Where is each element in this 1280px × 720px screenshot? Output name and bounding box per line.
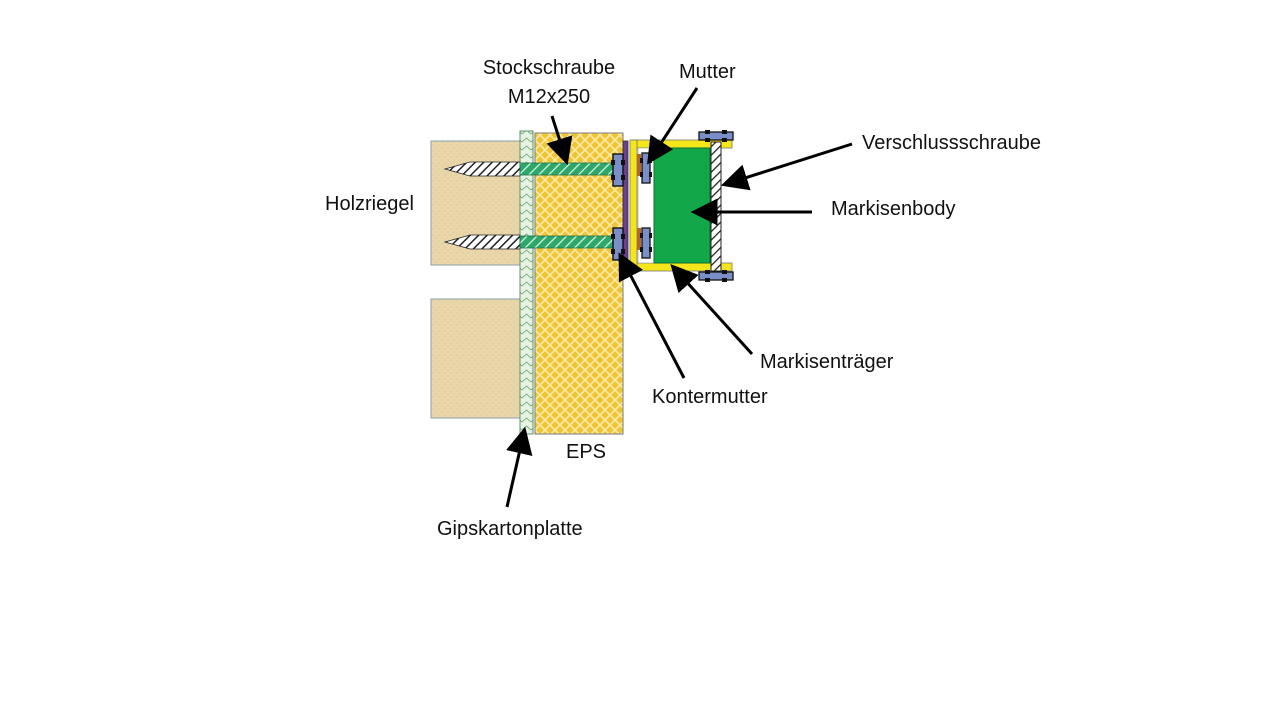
end-cap-bottom bbox=[698, 270, 734, 282]
gypsum-board bbox=[519, 130, 534, 435]
lag-screw-upper bbox=[443, 161, 616, 177]
washer-upper bbox=[637, 154, 641, 176]
label-kontermutter: Kontermutter bbox=[652, 386, 768, 408]
washer-lower bbox=[637, 228, 641, 250]
closing-screw bbox=[710, 141, 722, 272]
eps-insulation bbox=[534, 132, 624, 435]
label-eps: EPS bbox=[566, 441, 606, 463]
label-stockschraube-line1: Stockschraube bbox=[483, 57, 615, 79]
label-markisenbody: Markisenbody bbox=[831, 198, 956, 220]
screw-shaft-upper bbox=[519, 162, 616, 176]
arrow-markisentraeger bbox=[670, 264, 754, 356]
arrow-verschlussschraube bbox=[720, 142, 853, 191]
arrow-kontermutter bbox=[618, 252, 686, 379]
label-mutter: Mutter bbox=[679, 61, 736, 83]
screw-shaft-lower bbox=[519, 235, 616, 249]
label-gipskartonplatte: Gipskartonplatte bbox=[437, 518, 583, 540]
label-markisentraeger: Markisenträger bbox=[760, 351, 894, 373]
label-holzriegel: Holzriegel bbox=[325, 193, 414, 215]
arrow-mutter bbox=[647, 87, 699, 165]
lag-screw-lower bbox=[443, 234, 616, 250]
wood-beam-lower bbox=[430, 298, 522, 419]
label-verschlussschraube: Verschlussschraube bbox=[862, 132, 1041, 154]
label-stockschraube-line2: M12x250 bbox=[508, 86, 590, 108]
counter-nut-upper bbox=[611, 153, 625, 187]
awning-body bbox=[653, 147, 711, 264]
end-cap-top bbox=[698, 130, 734, 142]
arrow-gipskartonplatte bbox=[505, 426, 533, 508]
nut-lower bbox=[640, 227, 652, 259]
arrow-stockschraube bbox=[546, 115, 573, 166]
counter-nut-lower bbox=[611, 227, 625, 261]
